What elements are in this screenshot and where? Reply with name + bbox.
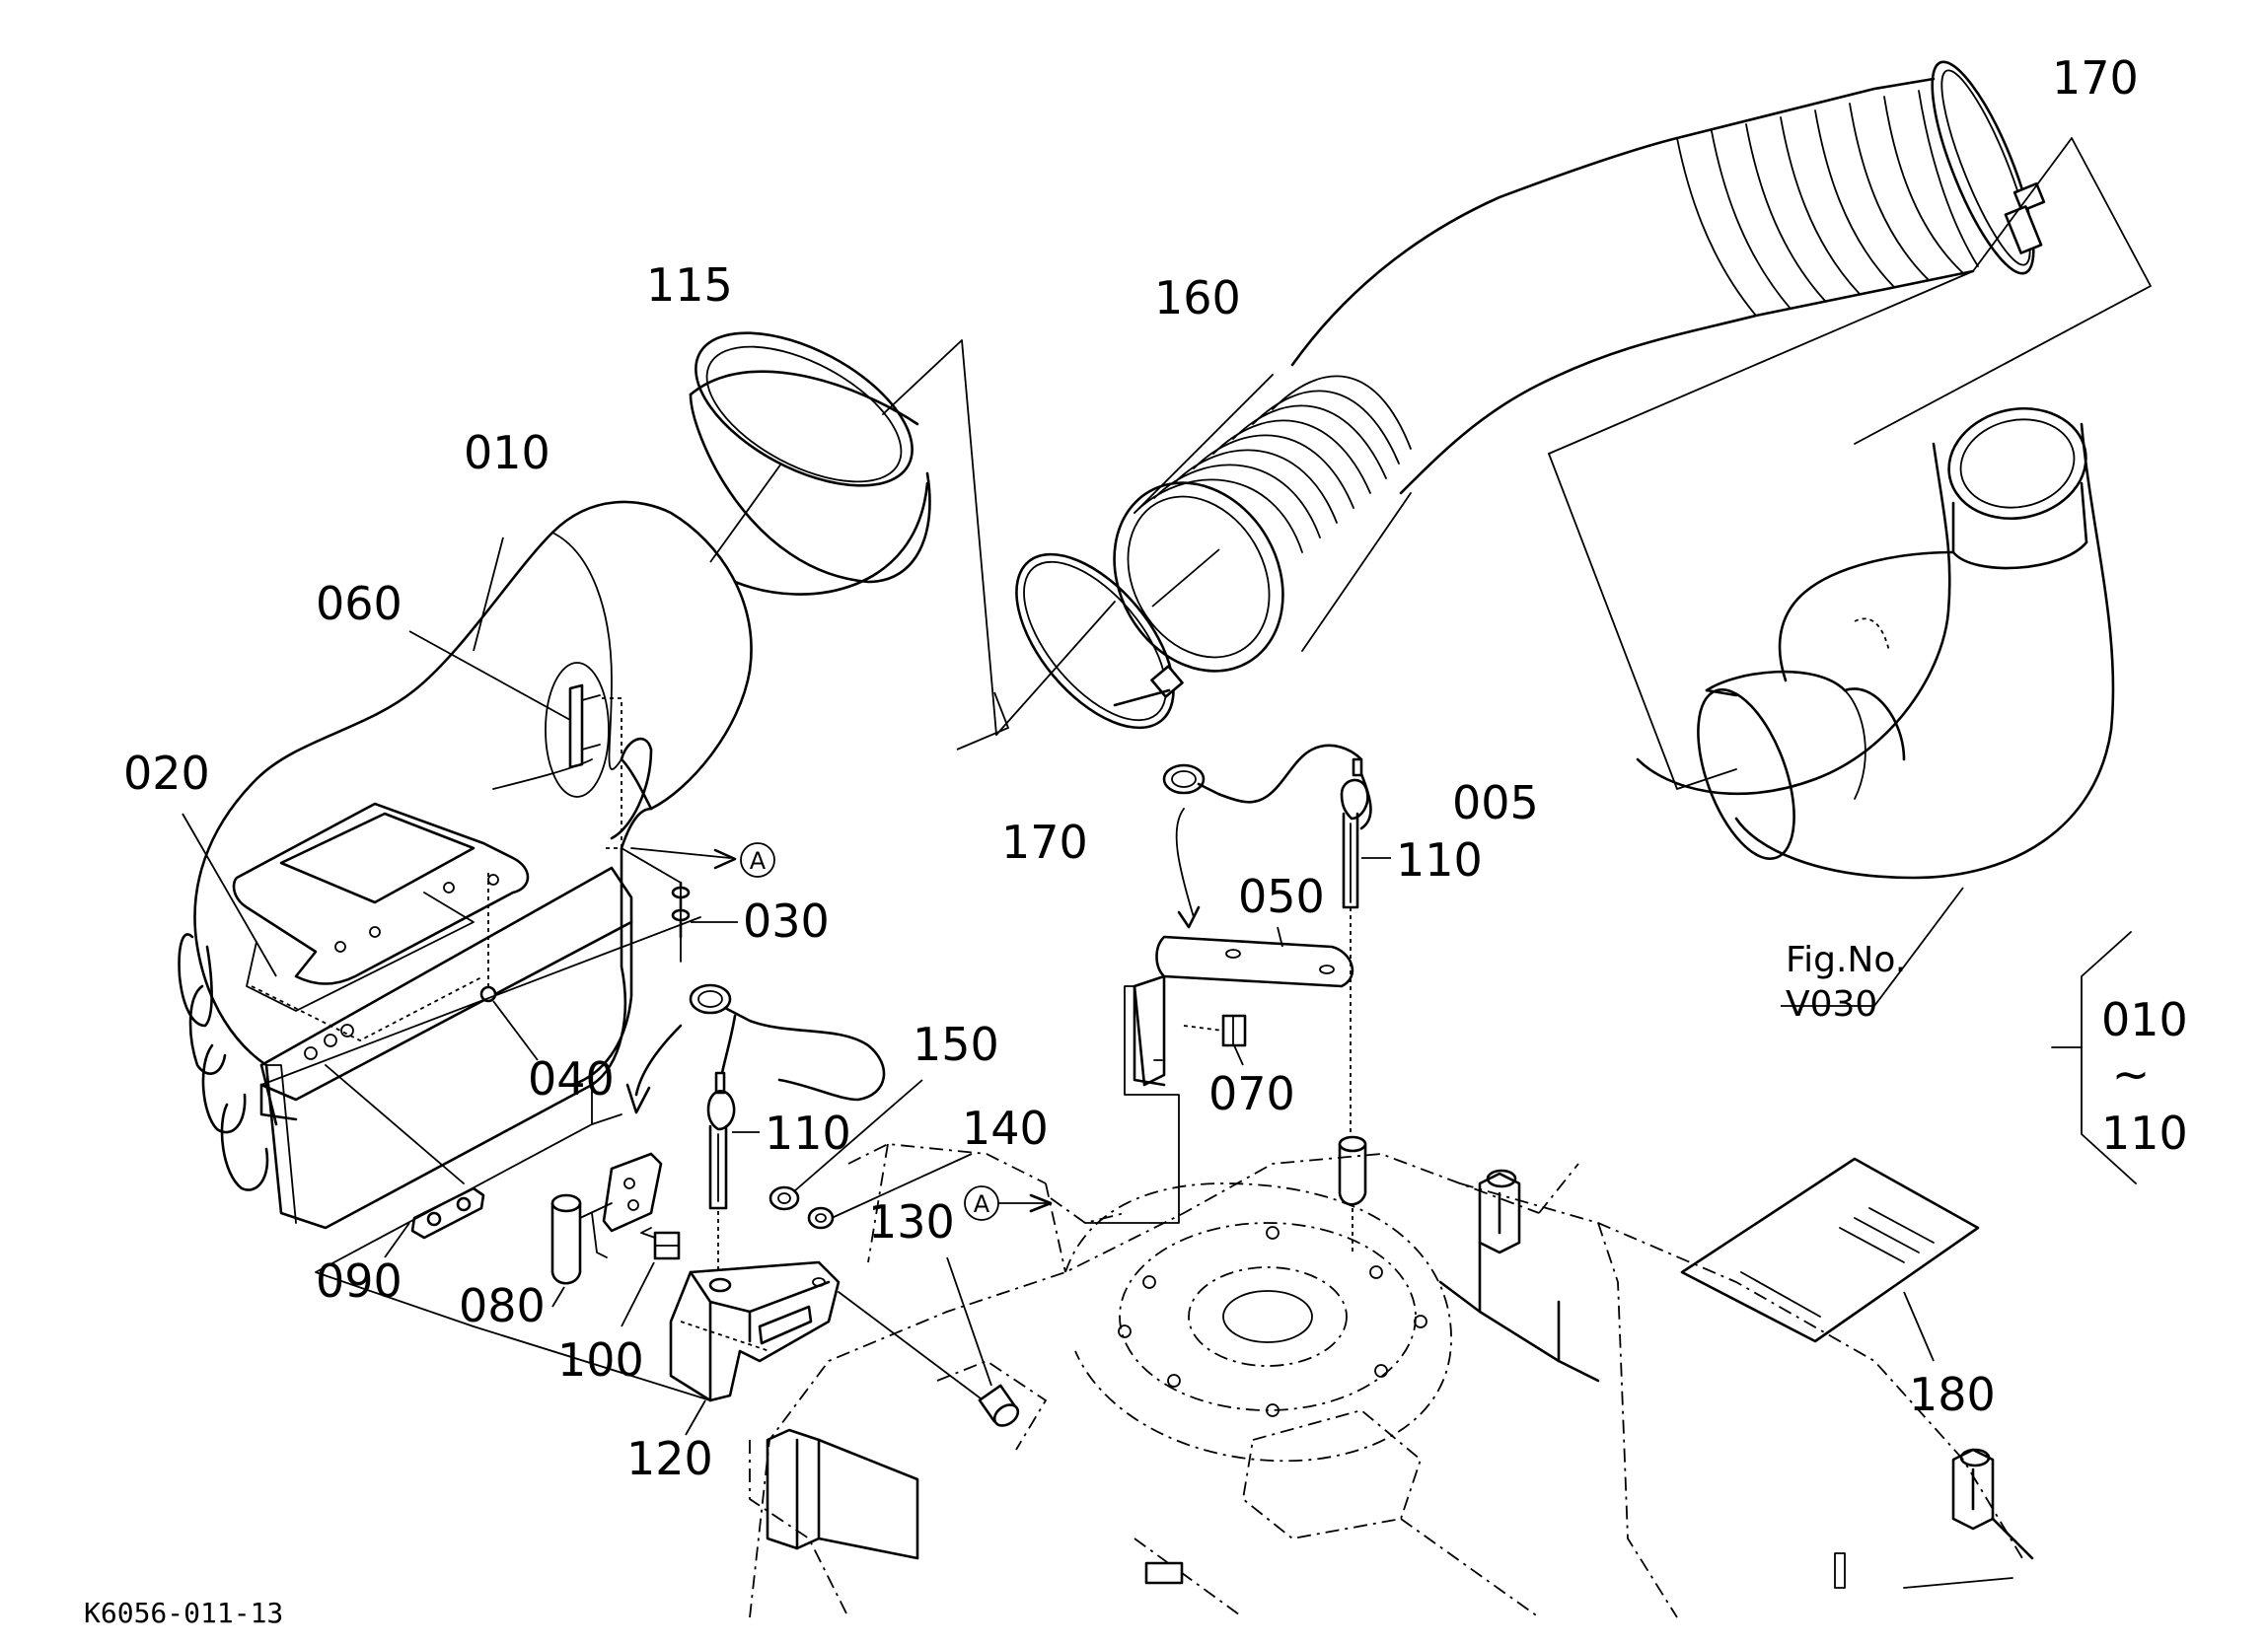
bracket-120 xyxy=(669,1260,841,1436)
lynch-pin-110-right xyxy=(1162,744,1391,1139)
fig-v030-inset xyxy=(1548,137,2152,1007)
label-140: 140 xyxy=(962,1102,1049,1155)
label-060: 060 xyxy=(316,577,402,630)
ref-marker-a-lower: A xyxy=(964,1185,1126,1224)
label-170-upper: 170 xyxy=(2052,51,2139,105)
bracket-050 xyxy=(1084,808,1354,1224)
duct-hose-160 xyxy=(1113,77,1979,673)
lynch-pin-110-left xyxy=(689,983,886,1272)
label-130: 130 xyxy=(868,1195,955,1249)
set-bracket-005 xyxy=(2051,931,2137,1184)
section-lines xyxy=(260,691,1010,1401)
figure-ref-line2: V030 xyxy=(1786,984,1877,1025)
assembly-lines xyxy=(882,339,1116,736)
intake-housing-010 xyxy=(178,500,753,1230)
label-120: 120 xyxy=(626,1432,713,1485)
hose-clamp-170-upper xyxy=(1931,60,2046,275)
pin-030 xyxy=(621,847,738,963)
link-090 xyxy=(325,1064,485,1258)
label-010: 010 xyxy=(464,426,550,479)
label-030: 030 xyxy=(743,895,830,948)
label-180: 180 xyxy=(1909,1368,1996,1421)
figure-reference: Fig.No. V030 xyxy=(1786,940,1906,1025)
drawing-code: K6056-011-13 xyxy=(84,1597,283,1629)
hose-clamp-170-lower xyxy=(1015,552,1184,730)
set-range-end: 110 xyxy=(2101,1107,2188,1160)
nut-150 xyxy=(768,1079,923,1211)
label-040: 040 xyxy=(528,1052,615,1106)
assembly-arrows xyxy=(625,1024,683,1114)
label-100: 100 xyxy=(557,1333,644,1387)
label-020: 020 xyxy=(123,747,210,800)
ref-marker-a-upper: A xyxy=(630,842,775,878)
label-110-right: 110 xyxy=(1396,833,1483,887)
nut-040 xyxy=(479,873,539,1061)
washer-140 xyxy=(807,1153,973,1230)
label-160: 160 xyxy=(1154,271,1241,324)
corrugation-lower xyxy=(1134,374,1412,652)
manual-180 xyxy=(1680,1157,1980,1362)
label-080: 080 xyxy=(459,1279,546,1332)
gasket-detail-060 xyxy=(408,630,622,849)
ref-marker-a-upper-label: A xyxy=(750,847,767,875)
label-170-lower: 170 xyxy=(1001,816,1088,869)
frame-collar xyxy=(1338,1135,1367,1252)
filter-plate-020 xyxy=(182,802,530,1042)
set-range-tilde: ~ xyxy=(2112,1047,2151,1101)
bolt-070 xyxy=(1183,1014,1247,1066)
corrugation-upper xyxy=(1676,90,1979,317)
label-110-left: 110 xyxy=(765,1107,851,1160)
ref-marker-a-lower-label: A xyxy=(974,1190,990,1218)
set-range-start: 010 xyxy=(2101,993,2188,1046)
label-070: 070 xyxy=(1208,1067,1295,1120)
collar-080 xyxy=(550,1152,663,1308)
label-050: 050 xyxy=(1238,870,1325,923)
label-090: 090 xyxy=(316,1254,402,1308)
label-005: 005 xyxy=(1452,776,1539,829)
set-range: 010 ~ 110 xyxy=(2101,993,2188,1160)
part-labels: 005 010 020 030 040 050 060 070 080 090 … xyxy=(123,51,2139,1485)
label-115: 115 xyxy=(646,258,733,312)
label-150: 150 xyxy=(913,1018,999,1071)
bolt-100 xyxy=(621,1227,681,1327)
bolt-130 xyxy=(838,1256,1020,1427)
machine-frame xyxy=(749,1143,2023,1618)
frame-brackets xyxy=(766,1169,2034,1560)
figure-ref-line1: Fig.No. xyxy=(1786,940,1906,980)
sleeve-band-115 xyxy=(689,331,931,596)
